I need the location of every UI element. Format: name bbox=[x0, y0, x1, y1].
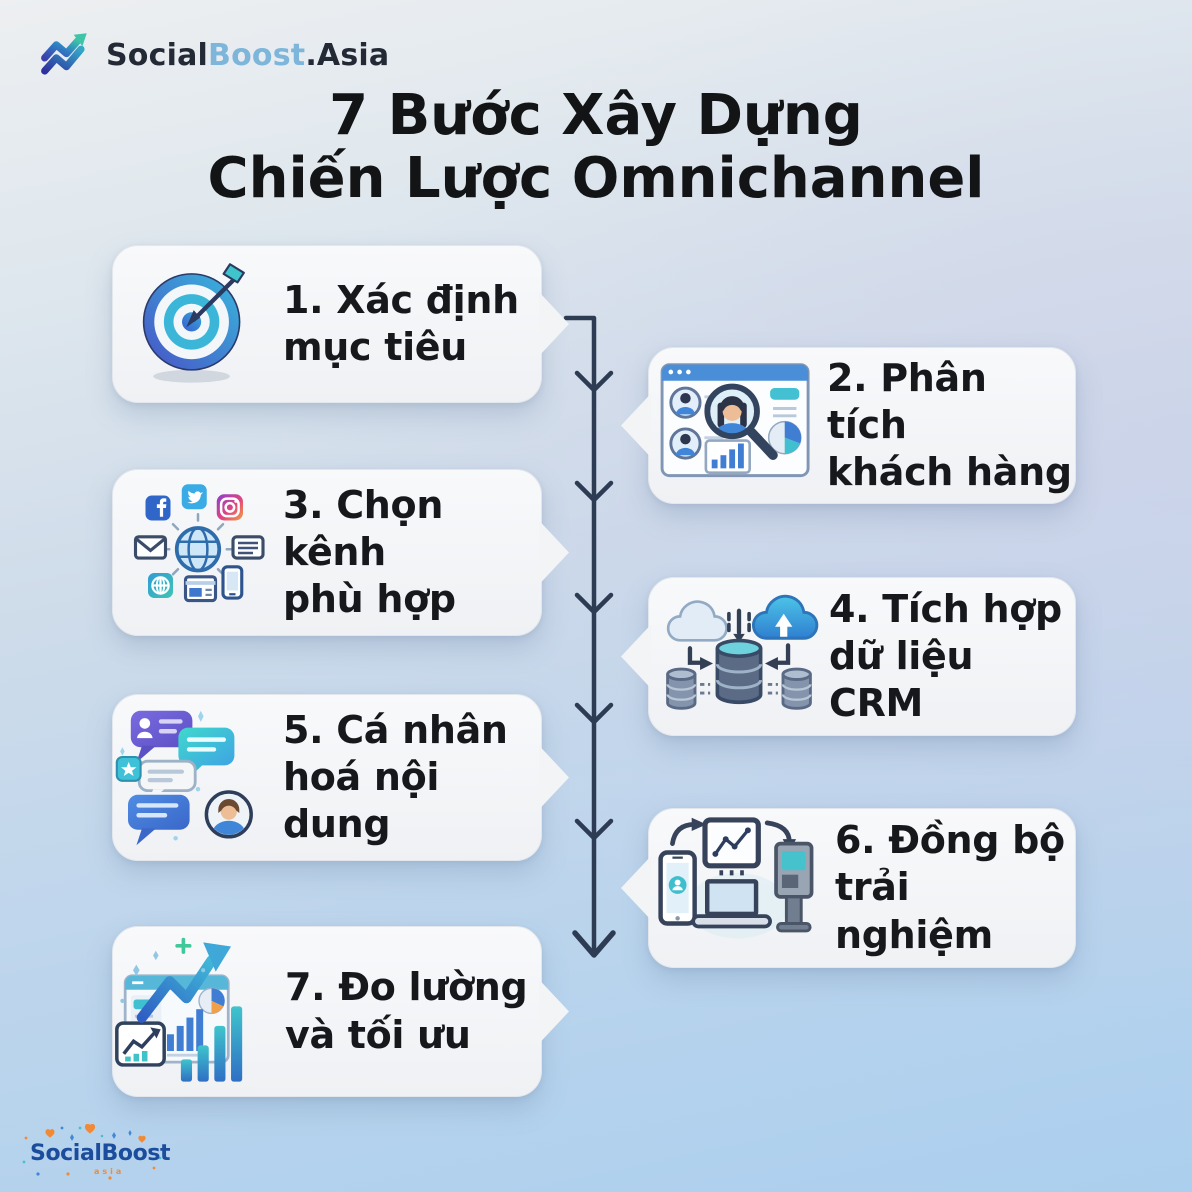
analytics-growth-icon bbox=[113, 934, 285, 1090]
card-pointer-right bbox=[539, 745, 569, 810]
card-pointer-left bbox=[621, 856, 651, 920]
step-card-1: 1. Xác định mục tiêu bbox=[112, 245, 569, 403]
socialboost-logo-icon bbox=[36, 26, 94, 84]
step-label-2: 2. Phân tích khách hàng bbox=[827, 355, 1072, 495]
step-label-5: 5. Cá nhân hoá nội dung bbox=[283, 707, 508, 847]
title-line2: Chiến Lược Omnichannel bbox=[207, 146, 985, 211]
footer-brand-name: SocialBoost bbox=[30, 1141, 171, 1166]
step-card-3: 3. Chọn kênh phù hợp bbox=[112, 469, 569, 636]
crm-database-icon bbox=[649, 582, 829, 732]
brand-name-suffix: .Asia bbox=[305, 37, 390, 73]
card-pointer-right bbox=[539, 520, 569, 585]
step-card-2: 2. Phân tích khách hàng bbox=[621, 347, 1076, 504]
card-pointer-left bbox=[621, 393, 651, 458]
step-card-7: 7. Đo lường và tối ưu bbox=[112, 926, 569, 1097]
footer-brand: SocialBoost asia bbox=[14, 1124, 171, 1190]
socialboost-confetti-logo bbox=[22, 1124, 162, 1180]
devices-sync-icon bbox=[649, 814, 835, 962]
step-card-4: 4. Tích hợp dữ liệu CRM bbox=[621, 577, 1076, 736]
step-label-3: 3. Chọn kênh phù hợp bbox=[283, 482, 456, 622]
brand-name: SocialBoost.Asia bbox=[106, 38, 389, 73]
brand-name-accent: Boost bbox=[208, 37, 306, 73]
page-title: 7 Bước Xây Dựng Chiến Lược Omnichannel bbox=[0, 84, 1192, 210]
step-label-6: 6. Đồng bộ trải nghiệm bbox=[835, 818, 1065, 957]
card-pointer-left bbox=[621, 624, 651, 689]
card-pointer-right bbox=[539, 292, 569, 356]
footer-brand-sub: asia bbox=[94, 1167, 125, 1176]
step-label-1: 1. Xác định mục tiêu bbox=[283, 277, 519, 369]
step-label-7: 7. Đo lường và tối ưu bbox=[285, 965, 528, 1057]
customer-analysis-icon bbox=[649, 353, 827, 499]
step-card-5: 5. Cá nhân hoá nội dung bbox=[112, 694, 569, 861]
target-icon bbox=[113, 260, 283, 388]
title-line1: 7 Bước Xây Dựng bbox=[329, 83, 863, 148]
channels-globe-icon bbox=[113, 478, 283, 628]
brand-name-primary: Social bbox=[106, 37, 209, 73]
step-label-4: 4. Tích hợp dữ liệu CRM bbox=[829, 586, 1062, 726]
card-pointer-right bbox=[539, 979, 569, 1044]
step-card-6: 6. Đồng bộ trải nghiệm bbox=[621, 808, 1076, 968]
chat-personalization-icon bbox=[113, 705, 283, 851]
header-brand: SocialBoost.Asia bbox=[36, 26, 389, 84]
